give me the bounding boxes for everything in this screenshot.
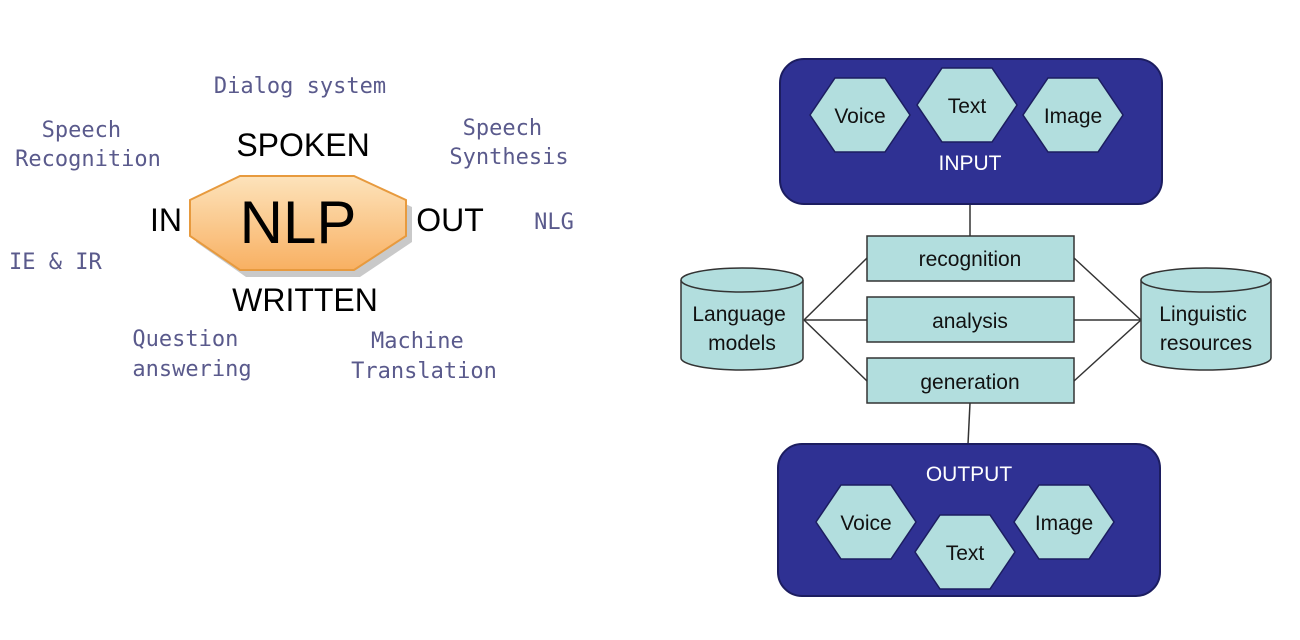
app-question-answering-line1: Question xyxy=(132,327,238,352)
linguistic-resources-label: Linguistic resources xyxy=(1159,303,1252,355)
language-models-label-line2: models xyxy=(708,332,776,355)
app-dialog-system: Dialog system xyxy=(214,74,386,99)
input-image-hexagon xyxy=(1022,77,1124,153)
out-label: OUT xyxy=(416,202,484,238)
input-text-label: Text xyxy=(948,95,987,118)
app-nlg: NLG xyxy=(534,210,574,235)
linguistic-resources-label-line1: Linguistic xyxy=(1159,303,1247,326)
output-text-hexagon xyxy=(914,514,1016,590)
linguistic-resources-cylinder-top xyxy=(1140,267,1272,293)
app-question-answering: Question answering xyxy=(132,327,251,382)
input-panel: Voice Text Image INPUT xyxy=(779,58,1163,205)
input-voice-hexagon xyxy=(809,77,911,153)
process-analysis-label: analysis xyxy=(932,310,1008,333)
process-boxes: recognition analysis generation xyxy=(866,235,1075,404)
linguistic-resources-cylinder-body xyxy=(1140,280,1272,371)
app-ie-ir: IE & IR xyxy=(9,250,102,275)
process-recognition-label: recognition xyxy=(919,248,1022,271)
language-models-label: Language models xyxy=(692,303,791,355)
app-speech-synthesis: Speech Synthesis xyxy=(449,116,568,170)
output-text-label: Text xyxy=(946,542,985,565)
written-label: WRITTEN xyxy=(232,282,378,318)
input-panel-label: INPUT xyxy=(939,152,1002,175)
connector-models-recognition xyxy=(803,257,868,321)
output-panel-label: OUTPUT xyxy=(926,463,1013,486)
output-panel: OUTPUT Voice Text Image xyxy=(777,443,1161,597)
app-machine-translation-line2: Translation xyxy=(351,359,497,384)
spoken-label: SPOKEN xyxy=(236,127,369,163)
language-models-cylinder-body xyxy=(680,280,804,371)
app-speech-recognition-line2: Recognition xyxy=(15,147,161,172)
nlp-pipeline-diagram: Voice Text Image INPUT recognition analy… xyxy=(680,58,1272,597)
in-label: IN xyxy=(150,202,182,238)
app-machine-translation-line1: Machine xyxy=(371,329,464,354)
nlp-word-diagram: NLP SPOKEN WRITTEN IN OUT Dialog system … xyxy=(9,74,574,384)
language-models-cylinder: Language models xyxy=(680,267,804,371)
process-generation-label: generation xyxy=(920,371,1019,394)
nlp-octagon xyxy=(189,175,407,271)
app-question-answering-line2: answering xyxy=(132,357,251,382)
input-image-label: Image xyxy=(1044,105,1102,128)
connector-lines xyxy=(803,204,1142,445)
linguistic-resources-cylinder: Linguistic resources xyxy=(1140,267,1272,371)
input-voice-label: Voice xyxy=(834,105,885,128)
input-text-hexagon xyxy=(916,67,1018,143)
output-voice-label: Voice xyxy=(840,512,891,535)
connector-processes-to-output xyxy=(967,402,971,445)
output-image-hexagon xyxy=(1013,484,1115,560)
app-speech-recognition: Speech Recognition xyxy=(15,118,161,172)
process-box-analysis xyxy=(866,296,1075,343)
linguistic-resources-label-line2: resources xyxy=(1160,332,1252,355)
app-speech-synthesis-line2: Synthesis xyxy=(449,145,568,170)
output-voice-hexagon xyxy=(815,484,917,560)
app-speech-recognition-line1: Speech xyxy=(42,118,121,143)
app-machine-translation: Machine Translation xyxy=(351,329,497,384)
connector-resources-generation xyxy=(1073,319,1142,382)
process-box-recognition xyxy=(866,235,1075,282)
output-image-label: Image xyxy=(1035,512,1093,535)
app-speech-synthesis-line1: Speech xyxy=(463,116,542,141)
nlp-center-label: NLP xyxy=(240,189,357,256)
connector-models-generation xyxy=(803,319,868,382)
language-models-label-line1: Language xyxy=(692,303,785,326)
language-models-cylinder-top xyxy=(680,267,804,293)
connector-resources-recognition xyxy=(1073,257,1142,321)
process-box-generation xyxy=(866,357,1075,404)
